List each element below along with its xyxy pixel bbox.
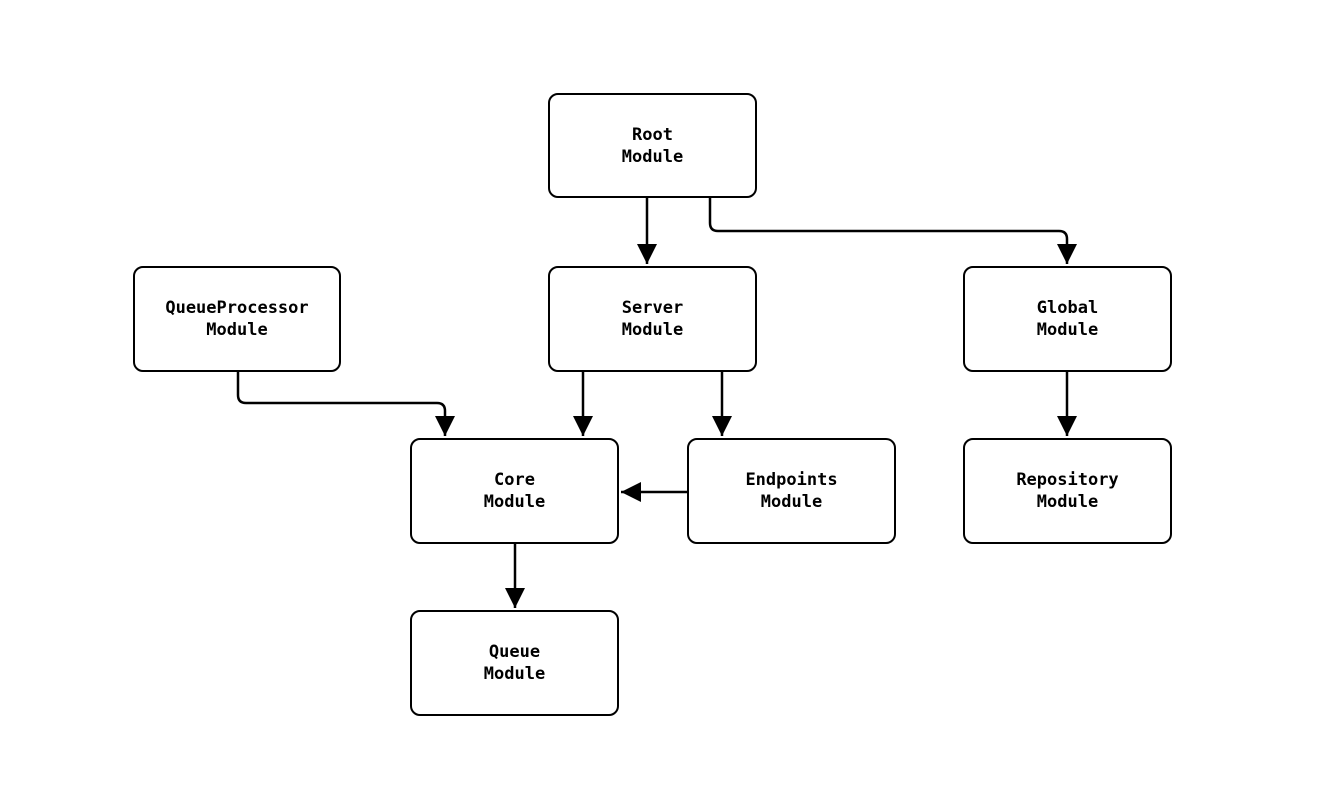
- node-label-line: Module: [760, 492, 823, 512]
- node-label-line: Module: [483, 492, 546, 512]
- node-label-line: Global: [1036, 298, 1099, 318]
- node-label-line: Root: [632, 124, 673, 145]
- node-label-line: Module: [483, 664, 546, 684]
- node-label-line: Module: [206, 320, 268, 340]
- node-label-line: Core: [494, 470, 535, 490]
- node-label-line: Endpoints: [745, 470, 838, 490]
- edge-queueprocessor-to-core: [236, 372, 455, 436]
- node-label-line: QueueProcessor: [165, 298, 309, 318]
- node-label-line: Module: [1036, 492, 1099, 512]
- node-label-line: Server: [621, 298, 684, 318]
- node-label-line: Repository: [1016, 470, 1119, 490]
- node-label-line: Module: [621, 146, 684, 167]
- node-label-line: Module: [621, 320, 684, 340]
- node-label-line: Queue: [488, 642, 541, 662]
- edge-root-to-global: [708, 198, 1077, 264]
- edges-group: [236, 198, 1077, 608]
- node-label-line: Module: [1036, 320, 1099, 340]
